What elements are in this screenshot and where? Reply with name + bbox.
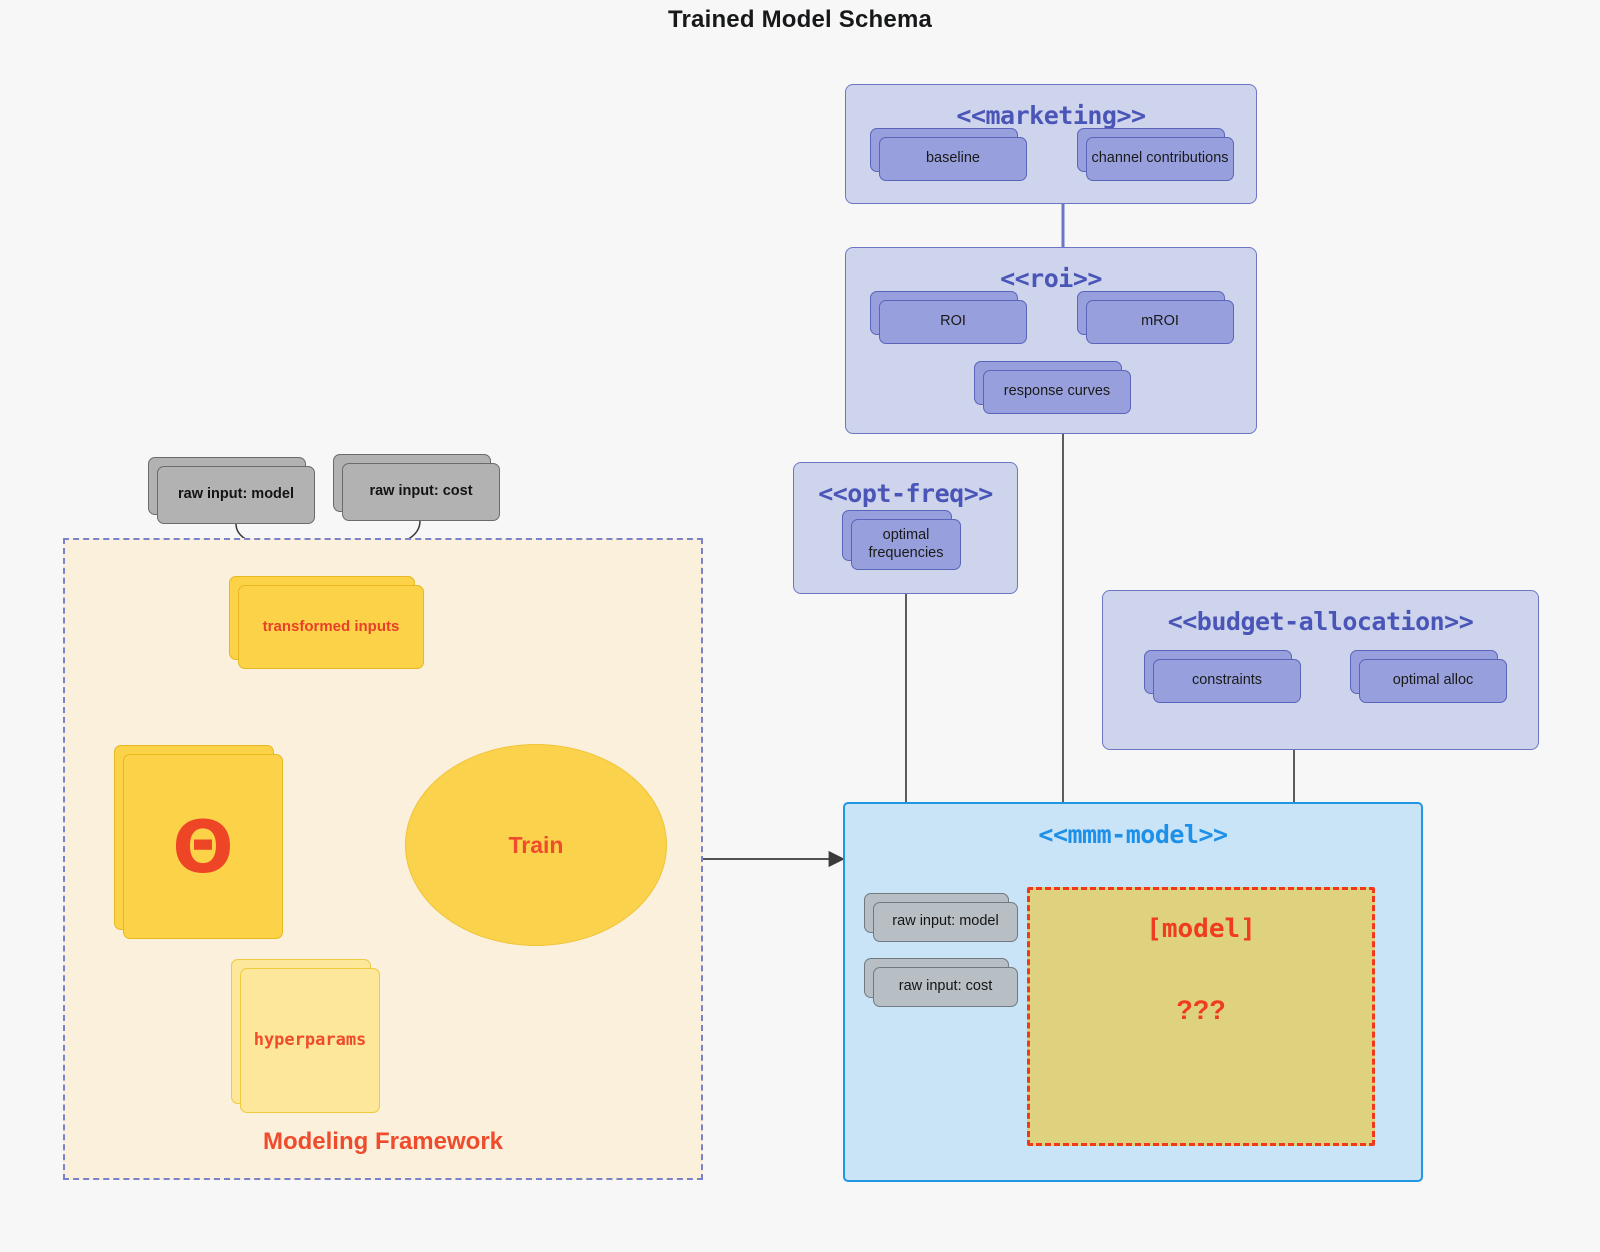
modeling-framework-label: Modeling Framework	[262, 1128, 504, 1155]
node-response-curves[interactable]: response curves	[974, 361, 1131, 414]
node-transformed-inputs[interactable]: transformed inputs	[229, 576, 424, 669]
node-baseline[interactable]: baseline	[870, 128, 1027, 181]
node-roi-label: ROI	[879, 300, 1027, 344]
node-optimal-alloc-label: optimal alloc	[1359, 659, 1507, 703]
node-mroi[interactable]: mROI	[1077, 291, 1234, 344]
node-optimal-frequencies-line2: frequencies	[868, 544, 944, 561]
node-mroi-label: mROI	[1086, 300, 1234, 344]
model-placeholder-title: [model]	[1146, 914, 1256, 944]
node-mmm-raw-input-model[interactable]: raw input: model	[864, 893, 1018, 942]
node-train[interactable]: Train	[405, 744, 667, 946]
node-transformed-inputs-label: transformed inputs	[238, 585, 424, 669]
node-channel-contributions-label: channel contributions	[1086, 137, 1234, 181]
node-optimal-frequencies[interactable]: optimal frequencies	[842, 510, 961, 570]
model-placeholder-question: ???	[1176, 995, 1226, 1025]
node-mmm-raw-input-cost-label: raw input: cost	[873, 967, 1018, 1007]
node-constraints[interactable]: constraints	[1144, 650, 1301, 703]
node-theta[interactable]: Θ	[114, 745, 283, 939]
node-constraints-label: constraints	[1153, 659, 1301, 703]
node-mmm-raw-input-model-label: raw input: model	[873, 902, 1018, 942]
cluster-opt-freq[interactable]: <<opt-freq>> optimal frequencies	[793, 462, 1018, 594]
cluster-marketing-title: <<marketing>>	[956, 101, 1146, 130]
node-train-label: Train	[508, 831, 564, 858]
node-response-curves-label: response curves	[983, 370, 1131, 414]
node-roi[interactable]: ROI	[870, 291, 1027, 344]
node-theta-face: Θ	[123, 754, 283, 939]
node-optimal-frequencies-line1: optimal	[882, 527, 930, 544]
cluster-opt-freq-title: <<opt-freq>>	[818, 479, 993, 508]
node-baseline-label: baseline	[879, 137, 1027, 181]
cluster-mmm-model-title: <<mmm-model>>	[1038, 820, 1228, 849]
node-raw-input-cost[interactable]: raw input: cost	[333, 454, 500, 521]
cluster-marketing[interactable]: <<marketing>> baseline channel contribut…	[845, 84, 1257, 204]
node-optimal-alloc[interactable]: optimal alloc	[1350, 650, 1507, 703]
cluster-budget-allocation[interactable]: <<budget-allocation>> constraints optima…	[1102, 590, 1539, 750]
node-raw-input-cost-label: raw input: cost	[342, 463, 500, 521]
node-optimal-frequencies-label: optimal frequencies	[851, 519, 961, 570]
cluster-mmm-model[interactable]: <<mmm-model>> raw input: model raw input…	[843, 802, 1423, 1182]
node-channel-contributions[interactable]: channel contributions	[1077, 128, 1234, 181]
node-raw-input-model[interactable]: raw input: model	[148, 457, 315, 524]
page-title: Trained Model Schema	[667, 6, 933, 33]
cluster-roi-title: <<roi>>	[1000, 264, 1102, 293]
node-raw-input-model-label: raw input: model	[157, 466, 315, 524]
model-placeholder-box[interactable]: [model] ???	[1027, 887, 1375, 1146]
node-mmm-raw-input-cost[interactable]: raw input: cost	[864, 958, 1018, 1007]
cluster-roi[interactable]: <<roi>> ROI mROI response curves	[845, 247, 1257, 434]
node-hyperparams-label: hyperparams	[240, 968, 380, 1113]
theta-icon: Θ	[172, 804, 234, 889]
cluster-budget-allocation-title: <<budget-allocation>>	[1167, 607, 1474, 636]
node-hyperparams[interactable]: hyperparams	[231, 959, 380, 1113]
